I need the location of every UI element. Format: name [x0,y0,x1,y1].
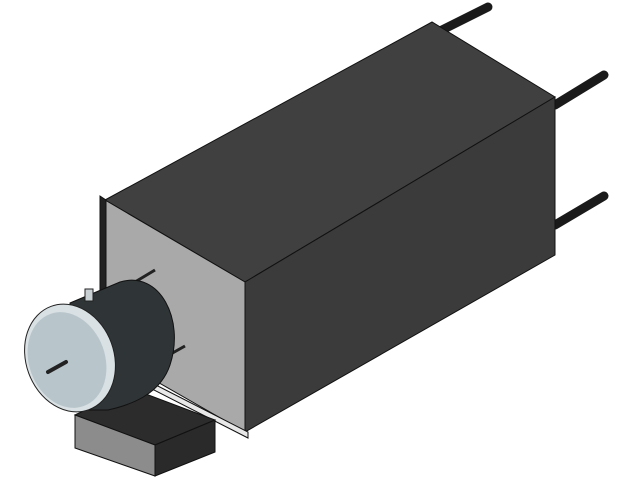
rod-bottom [550,191,609,230]
rod-middle [550,70,609,110]
main-enclosure [99,21,556,439]
rear-rods [433,2,609,230]
motor-face [27,312,107,408]
motor [24,268,186,413]
motor-shaft [46,360,68,374]
rod-top [433,2,493,37]
base-block-side [154,419,216,477]
motor-top-fitting [84,288,94,302]
